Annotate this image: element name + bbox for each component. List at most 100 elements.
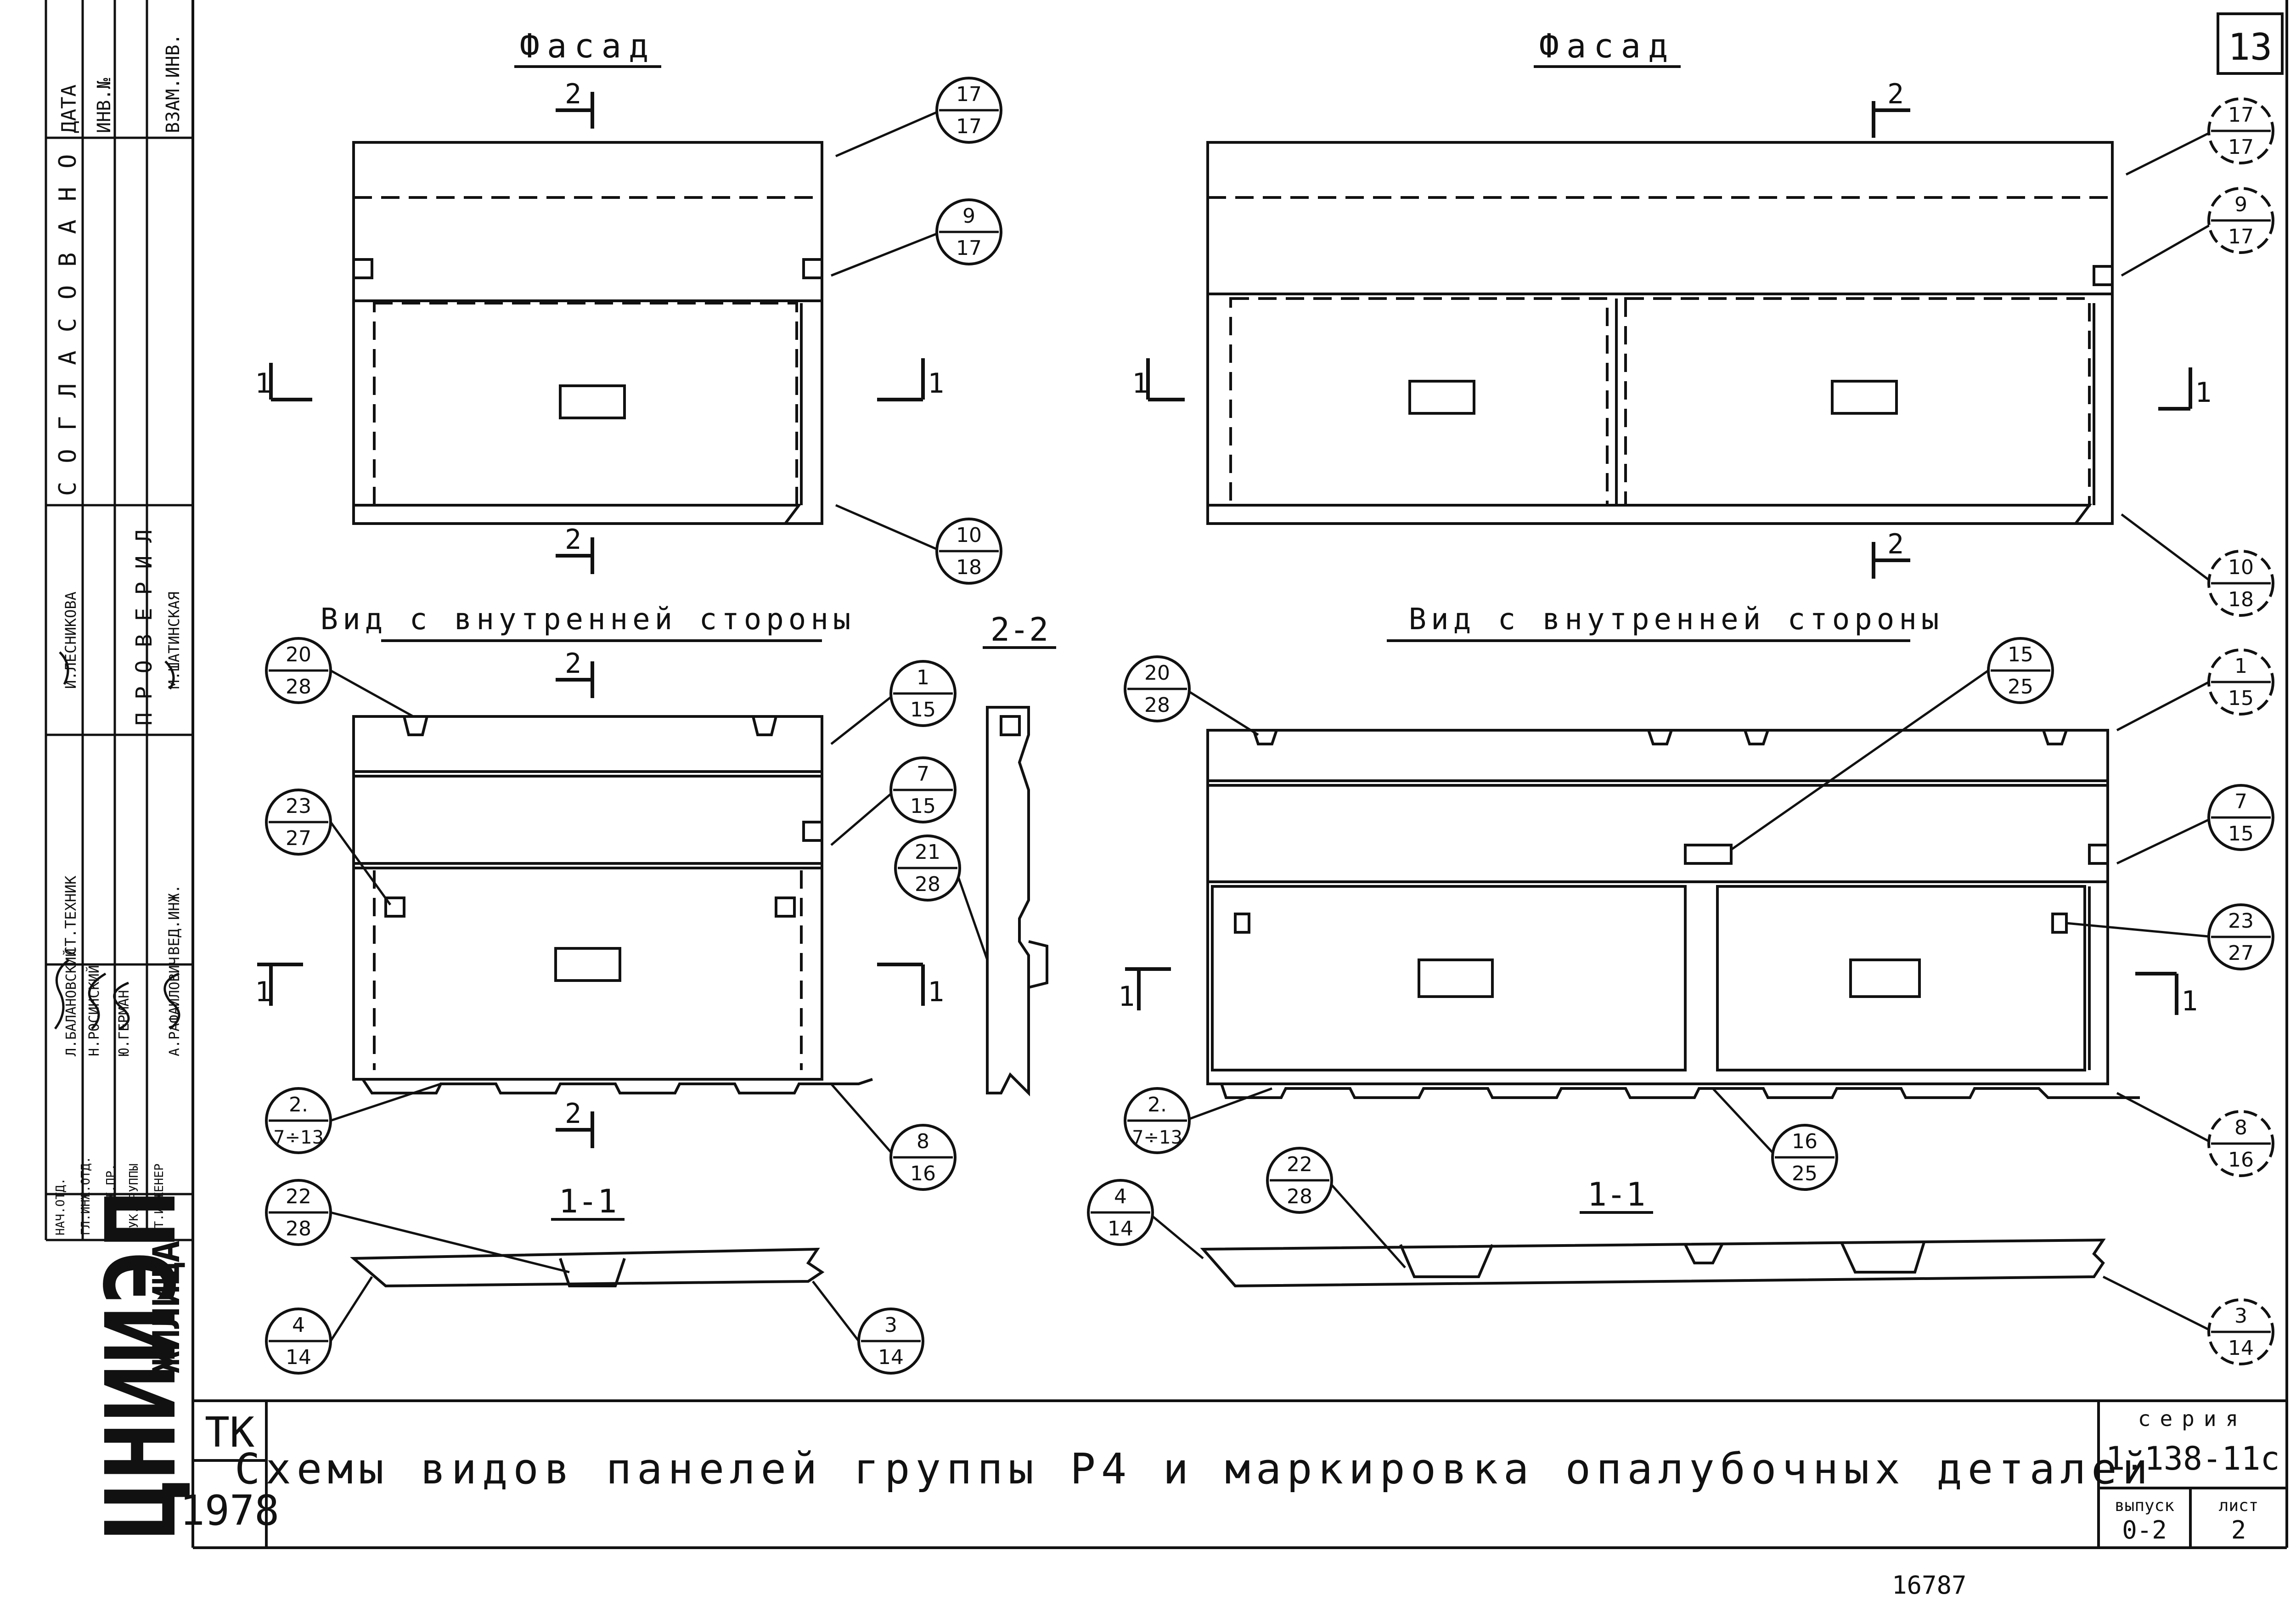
left-facade-title: Фасад [520,27,656,65]
stamp-role-2: ГЛ.ИНЖ.ОТД. [79,1156,93,1235]
left-cut-labels: 2 2 2 2 1 1 1 1 [255,78,944,1130]
callout-top: 7 [917,762,929,786]
tk-year: 1978 [180,1487,280,1535]
callout-bottom: 16 [2228,1148,2254,1172]
callout-bottom: 28 [1287,1185,1312,1208]
callout: 10 18 [2121,513,2274,617]
stamp-checker-role-2: ВЕД.ИНЖ. [165,885,183,955]
callout: 1 15 [2116,648,2274,732]
callout-top: 2. [1148,1093,1167,1116]
callout: 7 15 [830,756,957,846]
callout-bottom: 27 [286,827,311,850]
callout-top: 20 [1144,661,1170,685]
stamp-name-2: Н.РОСИНСКИЙ [86,965,102,1056]
right-section-1-1 [1200,1238,2106,1288]
callout-bottom: 17 [956,115,982,138]
callout-bottom: 28 [1144,693,1170,717]
stamp-role-3: ГЛ.ИНЖ.ПР. [104,1163,118,1235]
left-stamp: ДАТА ИНВ.№ ВЗАМ.ИНВ. СОГЛАСОВАНО ПРОВЕРИ… [45,0,197,1539]
series-number: 1.138-11с [2105,1440,2279,1477]
section-2-2 [986,706,1048,1097]
callout-top: 4 [292,1313,305,1337]
callout: 1 15 [830,660,957,745]
callout-top: 8 [917,1130,929,1153]
stamp-checker-name-1: И.ЛЕСНИКОВА [62,592,79,689]
callout: 2. 7÷13 [1124,1087,1272,1154]
callout-top: 20 [286,643,311,666]
sheet-title: Схемы видов панелей группы Р4 и маркиров… [235,1444,2153,1494]
callout: 9 17 [831,198,1002,277]
sheet-value: 2 [2231,1516,2246,1545]
series-label: серия [2138,1406,2247,1431]
callout-bottom: 15 [910,698,936,722]
callout: 9 17 [2121,187,2274,277]
callout-top: 22 [286,1185,311,1208]
institute-sub: ЖИЛИЩА [145,1240,188,1373]
left-inner-title: Вид с внутренней стороны [321,603,855,637]
callout: 8 16 [2116,1092,2274,1177]
callout: 20 28 [1124,655,1259,736]
callout-top: 15 [2008,643,2033,666]
signatures [54,651,180,1030]
callout-top: 16 [1792,1130,1818,1153]
callout-top: 22 [1287,1153,1312,1176]
right-inner-view [1206,729,2140,1099]
callout-bottom: 25 [2008,675,2033,699]
callout: 23 27 [265,789,392,906]
issue-label: выпуск [2115,1496,2174,1515]
cut-label-1: 1 [2181,985,2198,1017]
right-inner-title: Вид с внутренней стороны [1409,603,1944,637]
cut-label-1: 1 [1118,981,1135,1013]
callout-bottom: 28 [286,675,311,699]
callout-top: 9 [962,204,975,228]
callout-top: 23 [2228,909,2254,933]
stamp-agreed: СОГЛАСОВАНО [54,136,82,496]
callout-top: 4 [1114,1185,1127,1208]
callout-bottom: 15 [910,795,936,818]
callout-top: 1 [2234,654,2247,678]
sheet-label: лист [2219,1496,2259,1515]
cut-label-2: 2 [565,524,581,556]
callout-bottom: 28 [915,873,940,896]
callout: 15 25 [1730,637,2054,851]
callout: 17 17 [2125,97,2274,176]
sheet-number-box: 13 [2217,12,2284,75]
left-callouts: 17 17 9 17 10 18 20 28 1 [265,77,1002,1375]
cut-label-1: 1 [255,367,271,400]
left-inner-view [352,715,873,1094]
stamp-checked: ПРОВЕРИЛ [131,517,157,726]
cut-label-1: 1 [255,976,271,1008]
cut-label-1: 1 [928,367,944,400]
callout-top: 10 [956,524,982,547]
cut-label-1: 1 [2195,377,2212,409]
stamp-role-4: РУК.ГРУППЫ [127,1163,141,1235]
issue-value: 0-2 [2122,1516,2167,1545]
left-section-1-1 [350,1247,825,1288]
callout: 16 25 [1712,1088,1838,1191]
stamp-role-1: НАЧ.ОТД. [54,1178,68,1235]
callout: 10 18 [835,504,1002,585]
stamp-date: ДАТА [57,85,81,133]
callout-top: 9 [2234,193,2247,216]
institute-logo: ЦНИИЭП ЖИЛИЩА [85,1190,197,1539]
callout-bottom: 7÷13 [273,1127,324,1148]
callout-bottom: 25 [1792,1162,1818,1185]
callout-top: 2. [289,1093,308,1116]
right-section-1-1-title: 1-1 [1587,1176,1645,1213]
callout-bottom: 27 [2228,941,2254,965]
title-block: ТК 1978 Схемы видов панелей группы Р4 и … [180,1401,2287,1600]
cut-label-1: 1 [928,976,944,1008]
cut-label-2: 2 [565,648,581,680]
callout: 17 17 [835,77,1002,158]
stamp-name-3: Ю.ГЕРМАН [116,990,132,1057]
left-cut-marks [257,92,925,1148]
right-facade-title: Фасад [1539,27,1676,65]
callout-top: 21 [915,840,940,864]
callout-bottom: 18 [2228,588,2254,611]
callout: 21 28 [894,834,989,960]
callout-top: 1 [917,666,929,689]
callout-bottom: 28 [286,1217,311,1240]
callout: 8 16 [830,1083,957,1191]
callout: 20 28 [265,637,414,718]
